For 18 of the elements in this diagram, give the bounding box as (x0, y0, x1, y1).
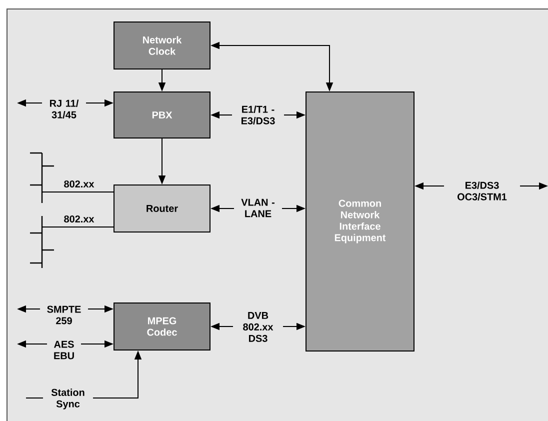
bus-line (30, 216, 54, 268)
process-box: Router (114, 184, 210, 232)
bus-line (30, 152, 54, 203)
edge-label: RJ 11/ 31/45 (42, 98, 86, 120)
edge-label: 802.xx (64, 215, 94, 223)
process-box: PBX (114, 92, 210, 138)
edge-label: VLAN - LANE (234, 198, 282, 218)
edge-label: 802.xx (64, 180, 94, 188)
connector-line (42, 226, 114, 228)
edge-label: SMPTE 259 (40, 304, 88, 326)
process-box: Common Network Interface Equipment (306, 92, 414, 352)
edge-label: DVB 802.xx DS3 (233, 311, 283, 343)
process-box: Network Clock (114, 22, 210, 70)
edge-label: E3/DS3 OC3/STM1 (444, 180, 520, 202)
process-box: MPEG Codec (114, 302, 210, 350)
edge-label: AES EBU (47, 340, 81, 360)
edge-label: E1/T1 - E3/DS3 (232, 104, 284, 126)
edge-label: Station Sync (43, 388, 93, 410)
